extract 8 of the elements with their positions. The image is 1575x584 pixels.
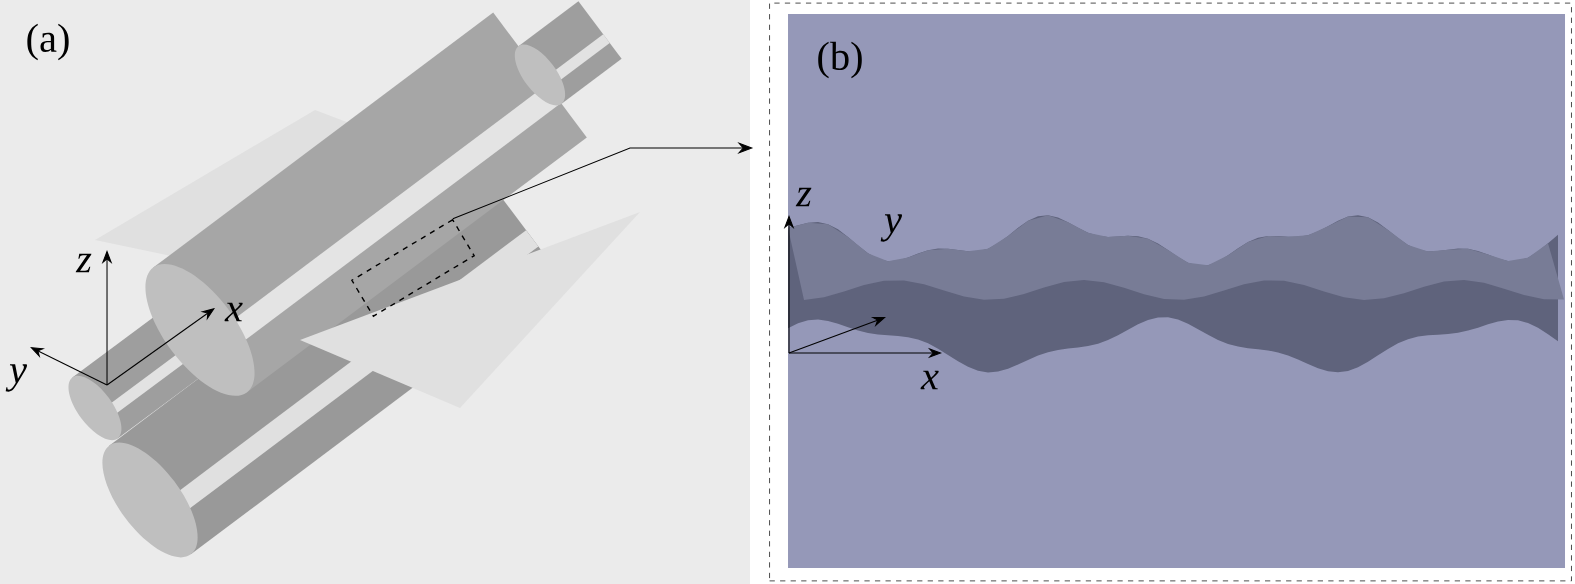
axis-label: y (5, 364, 27, 392)
axis-label: x (920, 370, 939, 390)
panel-label: (a) (27, 23, 69, 61)
axis-label: z (795, 187, 812, 207)
axis-label: z (75, 253, 92, 273)
axis-label: x (224, 302, 243, 322)
axis-label: y (880, 214, 902, 242)
panel-label: (b) (818, 41, 862, 79)
